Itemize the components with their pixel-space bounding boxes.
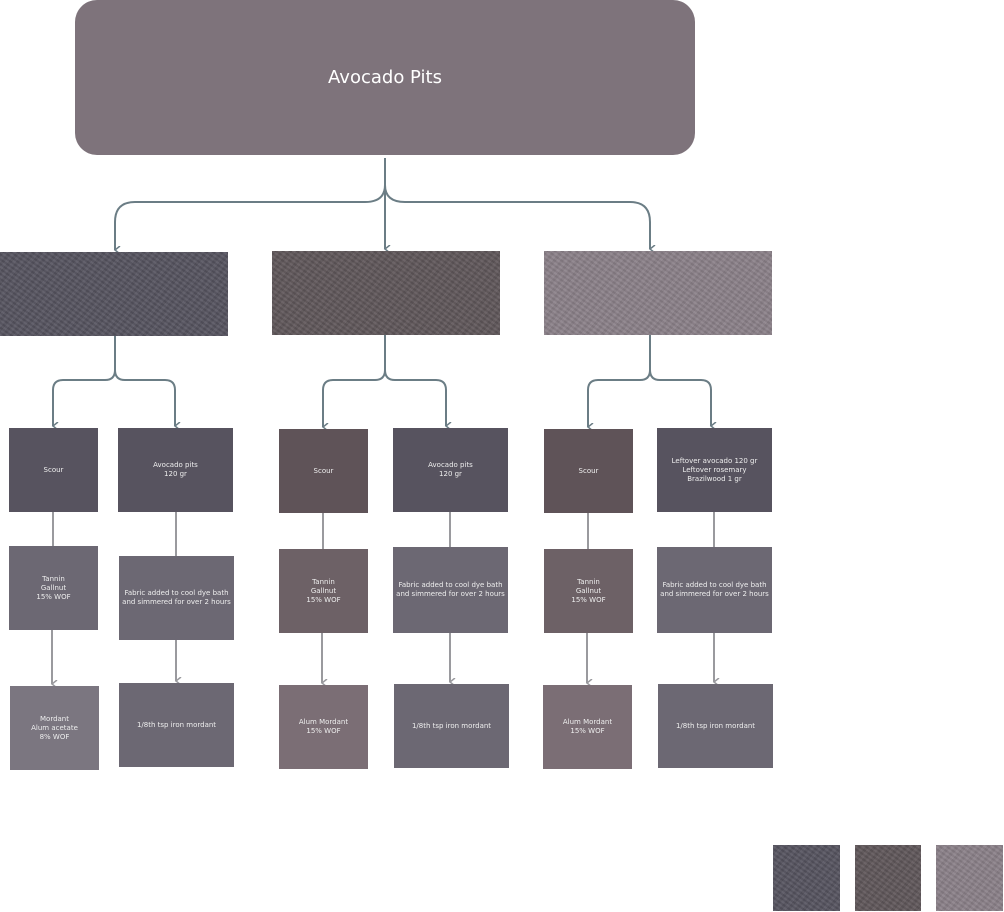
step-tannin: Tannin Gallnut 15% WOF <box>544 549 633 633</box>
step-scour: Scour <box>544 429 633 513</box>
step-mordant: Mordant Alum acetate 8% WOF <box>10 686 99 770</box>
step-dye: Leftover avocado 120 gr Leftover rosemar… <box>657 428 772 512</box>
step-mordant: Alum Mordant 15% WOF <box>543 685 632 769</box>
step-scour: Scour <box>9 428 98 512</box>
root-title: Avocado Pits <box>328 67 442 88</box>
fabric-swatch-3 <box>544 251 772 335</box>
step-simmer: Fabric added to cool dye bath and simmer… <box>393 547 508 633</box>
step-mordant: Alum Mordant 15% WOF <box>279 685 368 769</box>
step-dye: Avocado pits 120 gr <box>393 428 508 512</box>
connector-root-right <box>384 158 650 249</box>
step-iron: 1/8th tsp iron mordant <box>658 684 773 768</box>
fabric-swatch-1 <box>0 252 228 336</box>
step-dye: Avocado pits 120 gr <box>118 428 233 512</box>
step-tannin: Tannin Gallnut 15% WOF <box>279 549 368 633</box>
step-iron: 1/8th tsp iron mordant <box>394 684 509 768</box>
result-swatch-1 <box>773 845 840 911</box>
result-swatch-3 <box>936 845 1003 911</box>
fabric-swatch-2 <box>272 251 500 335</box>
step-tannin: Tannin Gallnut 15% WOF <box>9 546 98 630</box>
result-swatch-2 <box>855 845 921 911</box>
step-scour: Scour <box>279 429 368 513</box>
root-node: Avocado Pits <box>75 0 695 155</box>
step-simmer: Fabric added to cool dye bath and simmer… <box>657 547 772 633</box>
connector-root-left <box>115 158 386 250</box>
step-iron: 1/8th tsp iron mordant <box>119 683 234 767</box>
step-simmer: Fabric added to cool dye bath and simmer… <box>119 556 234 640</box>
